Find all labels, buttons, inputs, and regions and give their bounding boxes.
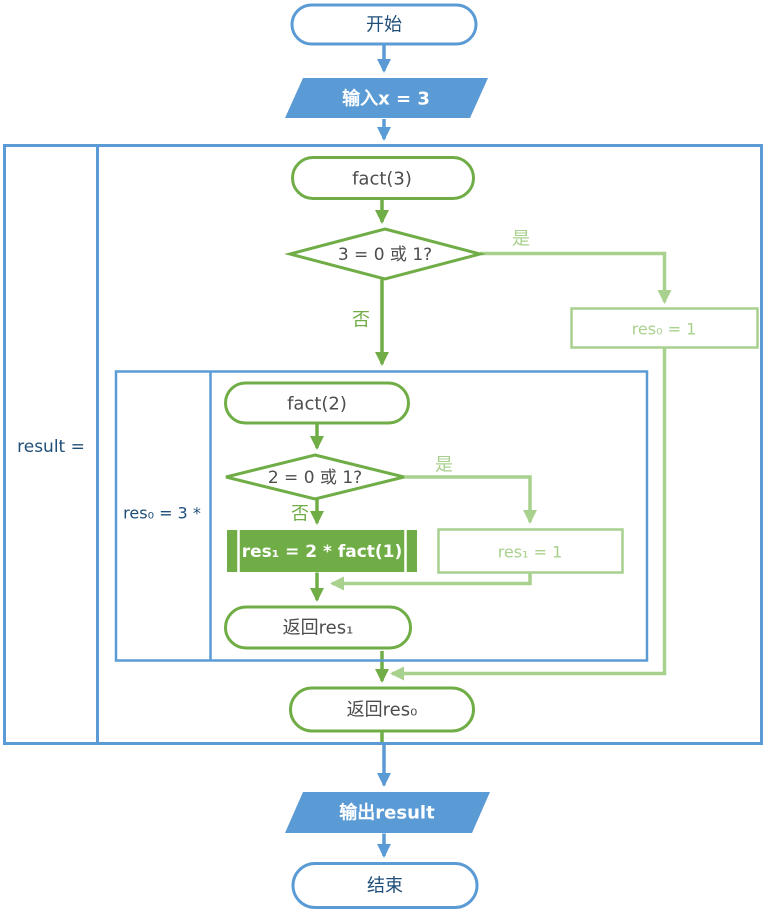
res1-calc-shape (227, 530, 417, 572)
output-label: 输出result (339, 802, 435, 824)
decision2-shape (225, 453, 405, 501)
return-res0-node: 返回res₀ (289, 686, 475, 733)
inner-frame-border (114, 370, 649, 662)
output-node: 输出result (285, 792, 490, 833)
edge-res1assign-merge (330, 572, 532, 591)
res1-calc-label: res₁ = 2 * fact(1) (242, 542, 403, 562)
edge-res0assign-merge (390, 347, 667, 681)
start-node: 开始 (290, 3, 478, 46)
res0-assign-node: res₀ = 1 (570, 307, 759, 349)
outer-frame: result = (3, 144, 763, 745)
decision3-node: 3 = 0 或 1? (284, 227, 486, 281)
end-shape (291, 862, 479, 909)
edge-decision2-yes (404, 475, 537, 524)
edge-decision3-yes (480, 251, 672, 304)
return-res1-label: 返回res₁ (283, 618, 354, 639)
inner-yes-label: 是 (435, 455, 453, 476)
input-shape (285, 78, 488, 118)
fact3-label: fact(3) (352, 169, 412, 190)
return-res1-shape (224, 605, 412, 650)
res1-calc-node: res₁ = 2 * fact(1) (227, 530, 417, 572)
res0-assign-shape (570, 307, 759, 349)
decision3-shape (284, 227, 486, 281)
input-label: 输入x = 3 (342, 88, 430, 110)
end-node: 结束 (291, 862, 479, 909)
decision2-node: 2 = 0 或 1? (225, 453, 405, 501)
start-label: 开始 (366, 15, 402, 36)
inner-frame: res₀ = 3 * (114, 370, 649, 662)
fact2-label: fact(2) (287, 394, 347, 415)
res1-assign-node: res₁ = 1 (437, 528, 624, 574)
output-shape (285, 792, 490, 833)
res0-assign-label: res₀ = 1 (632, 320, 697, 339)
start-shape (290, 3, 478, 46)
end-label: 结束 (367, 876, 403, 897)
outer-frame-label: result = (17, 437, 85, 457)
decision2-label: 2 = 0 或 1? (268, 468, 362, 488)
return-res0-label: 返回res₀ (347, 700, 418, 721)
return-res1-node: 返回res₁ (224, 605, 412, 650)
fact2-node: fact(2) (224, 381, 410, 425)
decision3-label: 3 = 0 或 1? (338, 245, 432, 265)
fact3-node: fact(3) (291, 156, 475, 200)
input-node: 输入x = 3 (285, 78, 488, 118)
res1-assign-shape (437, 528, 624, 574)
outer-frame-border (3, 144, 763, 745)
fact2-shape (224, 381, 410, 425)
res1-assign-label: res₁ = 1 (498, 543, 563, 562)
inner-no-label: 否 (291, 504, 309, 525)
outer-no-label: 否 (352, 310, 370, 331)
inner-frame-label: res₀ = 3 * (123, 504, 201, 523)
fact3-shape (291, 156, 475, 200)
return-res0-shape (289, 686, 475, 733)
outer-yes-label: 是 (512, 229, 530, 250)
